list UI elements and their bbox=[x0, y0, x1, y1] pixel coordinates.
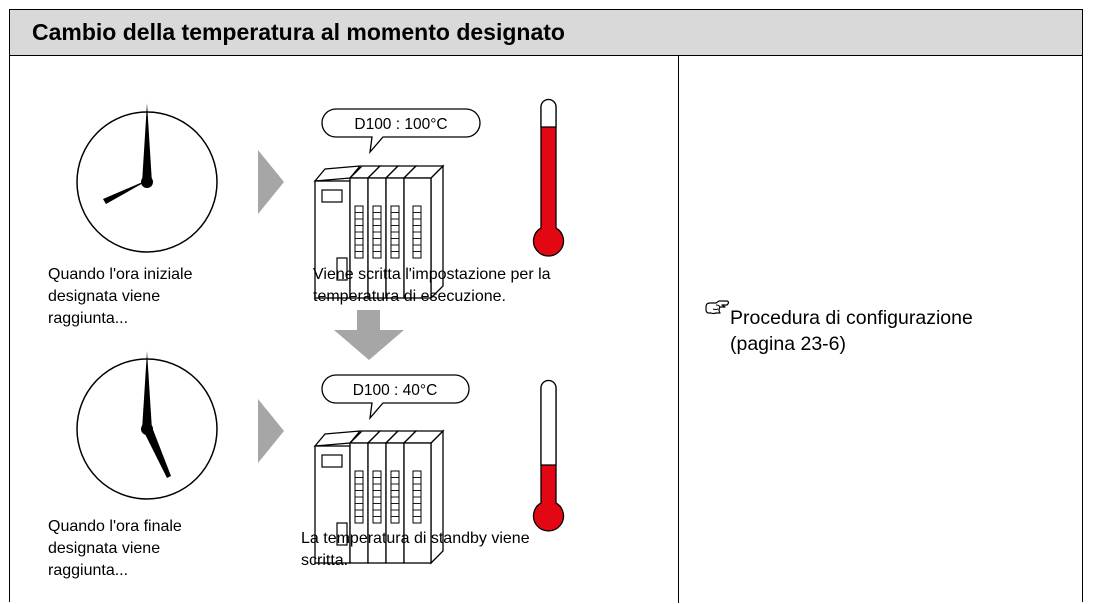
thermometer-cool-icon bbox=[532, 379, 565, 532]
pointing-hand-icon bbox=[705, 300, 730, 315]
bubble-text: D100 : 40°C bbox=[353, 382, 438, 399]
arrow-down-icon bbox=[334, 310, 404, 360]
thermometer-hot-icon bbox=[532, 98, 565, 257]
page-title: Cambio della temperatura al momento desi… bbox=[32, 19, 565, 45]
speech-bubble: D100 : 100°C bbox=[321, 108, 481, 155]
arrow-right-icon bbox=[258, 150, 284, 214]
caption-line: raggiunta... bbox=[48, 562, 129, 579]
arrow-right-icon bbox=[258, 399, 284, 463]
clock-icon bbox=[76, 103, 218, 253]
caption-line: raggiunta... bbox=[48, 310, 129, 327]
reference-link-line1[interactable]: Procedura di configurazione bbox=[730, 307, 973, 329]
reference-link-line2[interactable]: (pagina 23-6) bbox=[730, 333, 846, 355]
caption-line: Quando l'ora finale bbox=[48, 518, 182, 535]
result-caption: Viene scritta l'impostazione per la temp… bbox=[313, 264, 551, 308]
speech-bubble: D100 : 40°C bbox=[321, 374, 470, 421]
content-table: Cambio della temperatura al momento desi… bbox=[9, 9, 1083, 603]
caption-line: designata viene bbox=[48, 288, 161, 305]
caption-line: temperatura di esecuzione. bbox=[313, 288, 506, 305]
caption-line: La temperatura di standby viene bbox=[301, 530, 530, 547]
clock-caption: Quando l'ora finale designata viene ragg… bbox=[48, 516, 182, 582]
clock-icon bbox=[76, 351, 218, 500]
clock-caption: Quando l'ora iniziale designata viene ra… bbox=[48, 264, 192, 330]
caption-line: designata viene bbox=[48, 540, 161, 557]
header-bar: Cambio della temperatura al momento desi… bbox=[10, 10, 1082, 56]
caption-line: scritta. bbox=[301, 552, 349, 569]
column-divider bbox=[678, 56, 679, 603]
caption-line: Viene scritta l'impostazione per la bbox=[313, 266, 551, 283]
bubble-text: D100 : 100°C bbox=[354, 116, 447, 133]
caption-line: Quando l'ora iniziale bbox=[48, 266, 193, 283]
result-caption: La temperatura di standby viene scritta. bbox=[301, 528, 530, 572]
reference-link[interactable]: Procedura di configurazione (pagina 23-6… bbox=[730, 305, 973, 357]
